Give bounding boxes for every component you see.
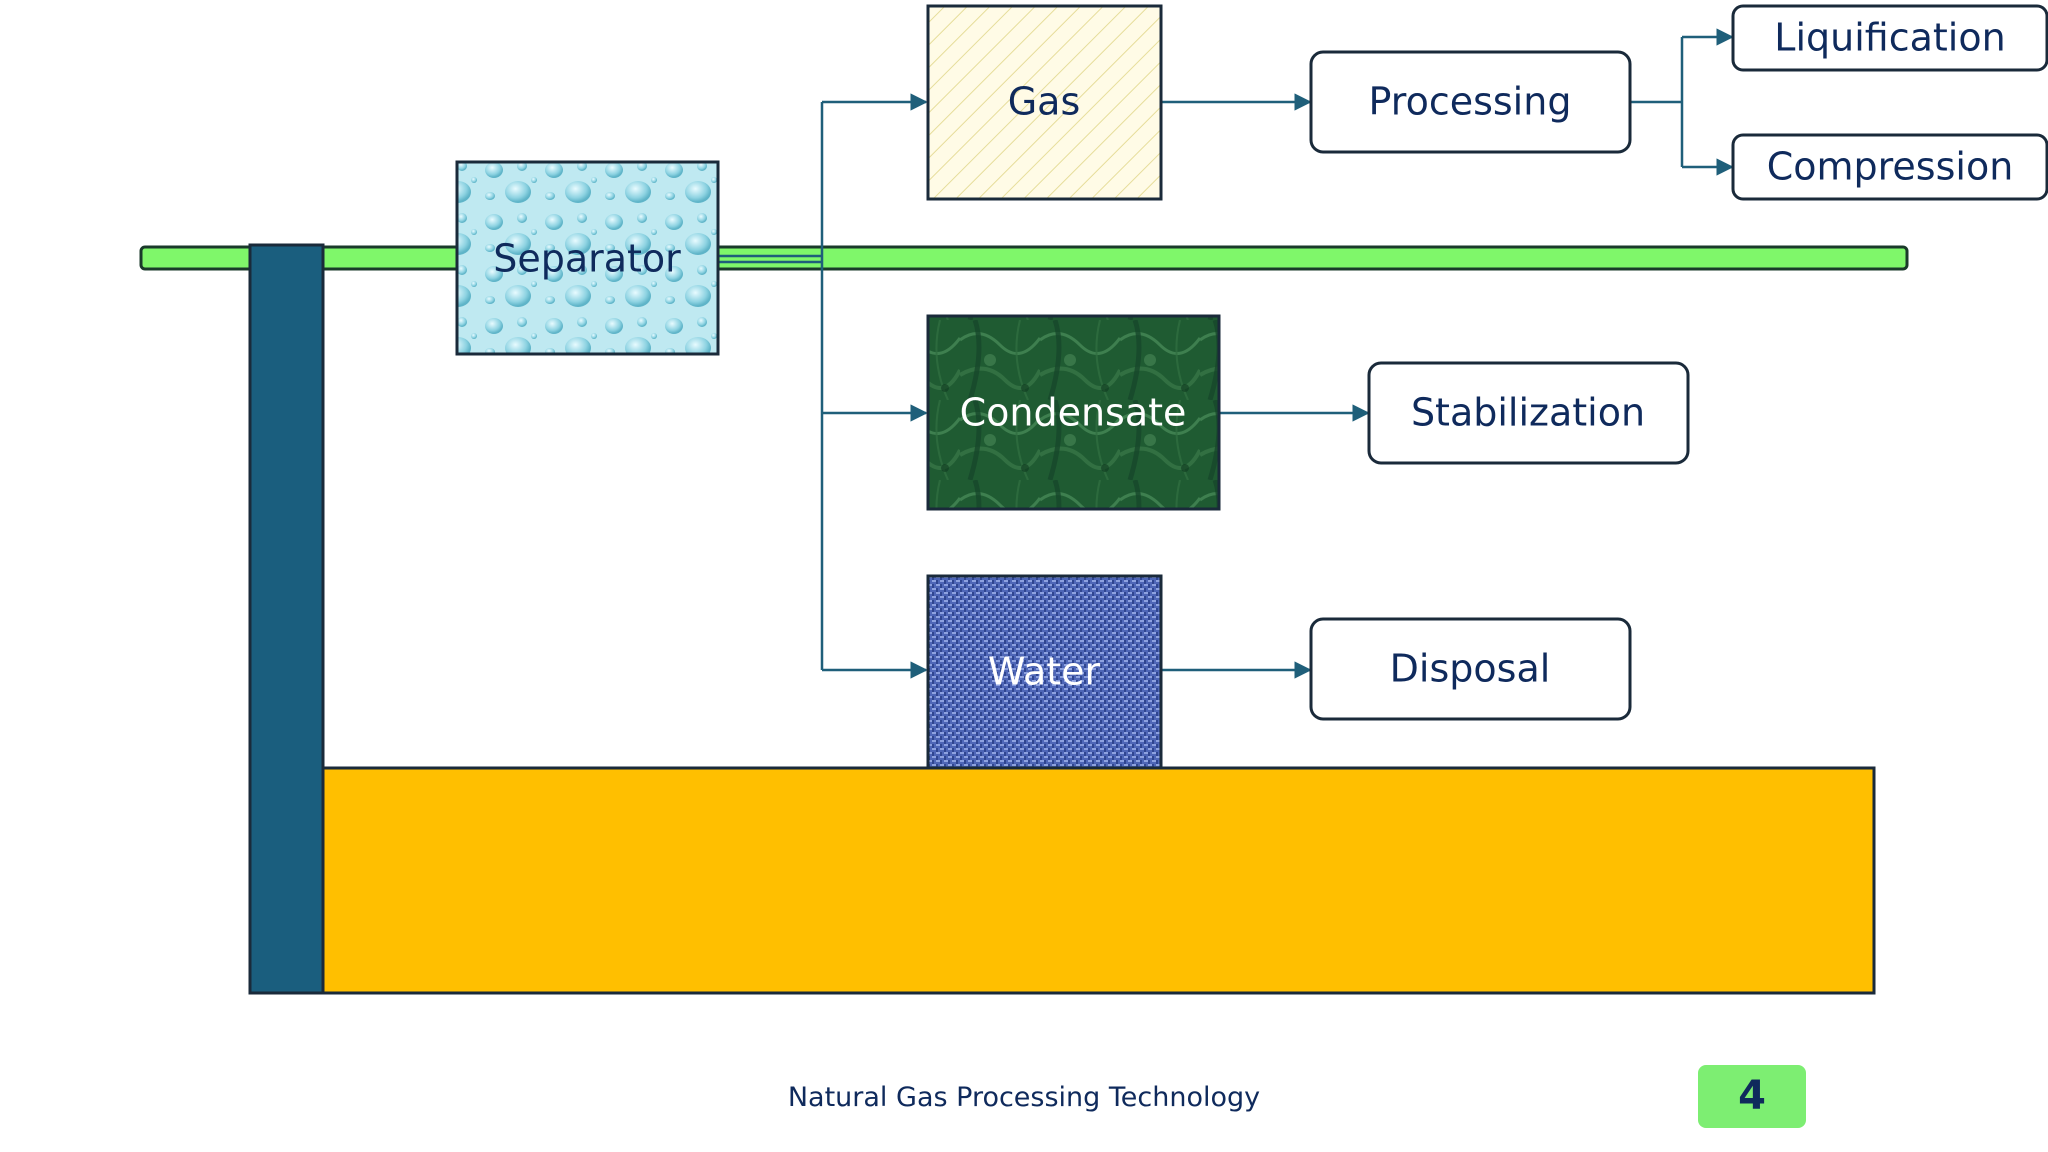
separator-outlet-line <box>718 254 822 264</box>
separator-label: Separator <box>493 237 681 281</box>
water-label: Water <box>988 650 1101 694</box>
footer-title: Natural Gas Processing Technology <box>787 1082 1261 1113</box>
gas-box <box>926 4 1163 201</box>
stabilization-label: Stabilization <box>1411 391 1645 435</box>
disposal-box <box>1309 617 1632 721</box>
separator-box <box>455 160 720 356</box>
processing-box <box>1309 50 1632 154</box>
stabilization-box <box>1367 361 1690 465</box>
condensate-label: Condensate <box>960 391 1187 435</box>
compression-label: Compression <box>1767 145 2014 189</box>
condensate-box <box>926 314 1221 511</box>
compression-box <box>1731 133 2048 201</box>
pipeline-bar <box>139 245 1909 271</box>
gas-label: Gas <box>1008 80 1081 124</box>
page-number-badge: 4 <box>1698 1065 1806 1128</box>
water-box <box>926 574 1163 770</box>
processing-label: Processing <box>1369 80 1572 124</box>
reservoir-block <box>248 766 1876 995</box>
disposal-label: Disposal <box>1390 647 1551 691</box>
liquification-box <box>1731 4 2048 72</box>
liquification-label: Liquification <box>1774 16 2005 60</box>
processing-branch-line <box>1630 37 1684 167</box>
wellbore-column <box>248 243 325 995</box>
